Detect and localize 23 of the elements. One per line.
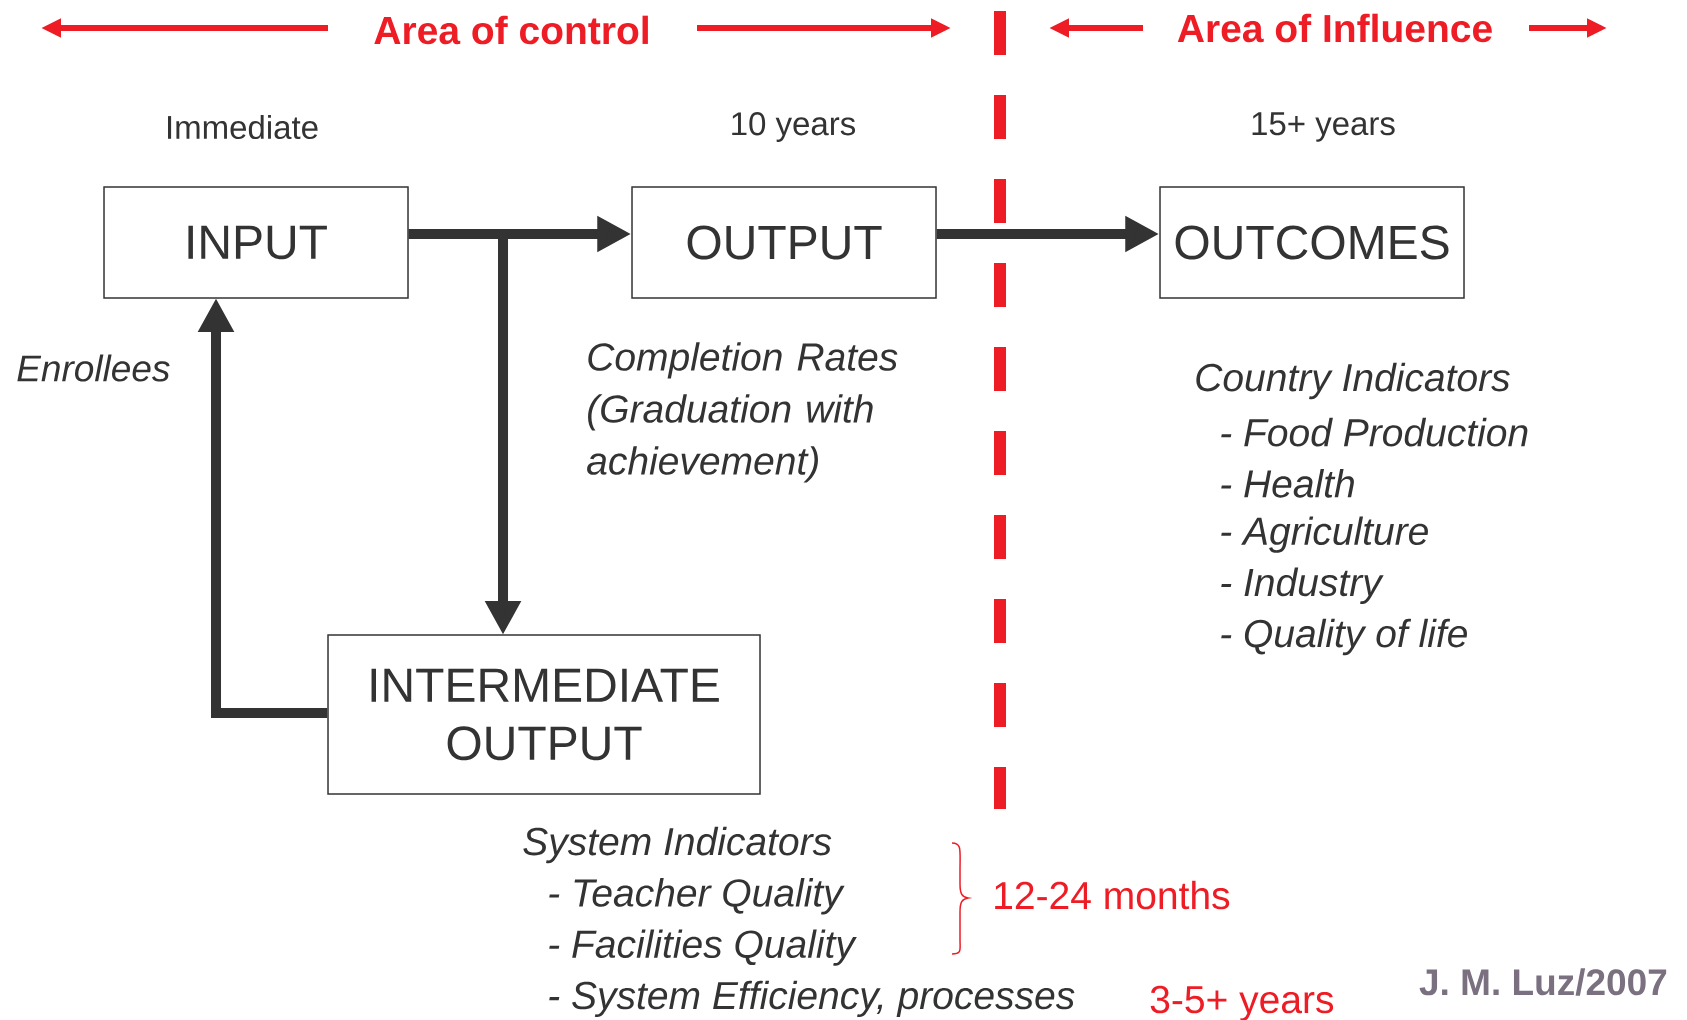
indicator-text: - Health xyxy=(1221,469,1354,498)
indicator-text: - System Efficiency, processes xyxy=(549,980,1075,1018)
area-heading: Area of control xyxy=(367,9,657,51)
process-box: OUTPUT xyxy=(631,186,937,299)
area-heading: Area of Influence xyxy=(1170,7,1500,49)
duration-label: 15+ years xyxy=(1252,112,1395,142)
indicator-text: - Teacher Quality xyxy=(549,878,845,915)
indicator-text: Country Indicators xyxy=(1196,362,1510,400)
duration-label: Immediate xyxy=(168,114,318,140)
duration-label: 12-24 months xyxy=(992,880,1231,910)
author-credit: J. M. Luz/2007 xyxy=(1419,968,1668,996)
indicator-text: System Indicators xyxy=(523,826,832,864)
indicator-text: - Food Production xyxy=(1221,417,1528,447)
process-box: INTERMEDIATE OUTPUT xyxy=(327,634,761,795)
indicator-text: - Agriculture xyxy=(1221,516,1428,553)
process-box: OUTCOMES xyxy=(1159,186,1465,299)
indicator-text: Completion Rates (Graduation with achievement) xyxy=(587,342,898,483)
duration-label: 10 years xyxy=(732,112,856,142)
indicator-text: - Quality of life xyxy=(1221,618,1467,656)
edge-label: Enrollees xyxy=(17,354,170,382)
indicator-text: - Facilities Quality xyxy=(549,929,857,966)
process-box: INPUT xyxy=(103,186,409,299)
indicator-text: - Industry xyxy=(1221,567,1384,604)
